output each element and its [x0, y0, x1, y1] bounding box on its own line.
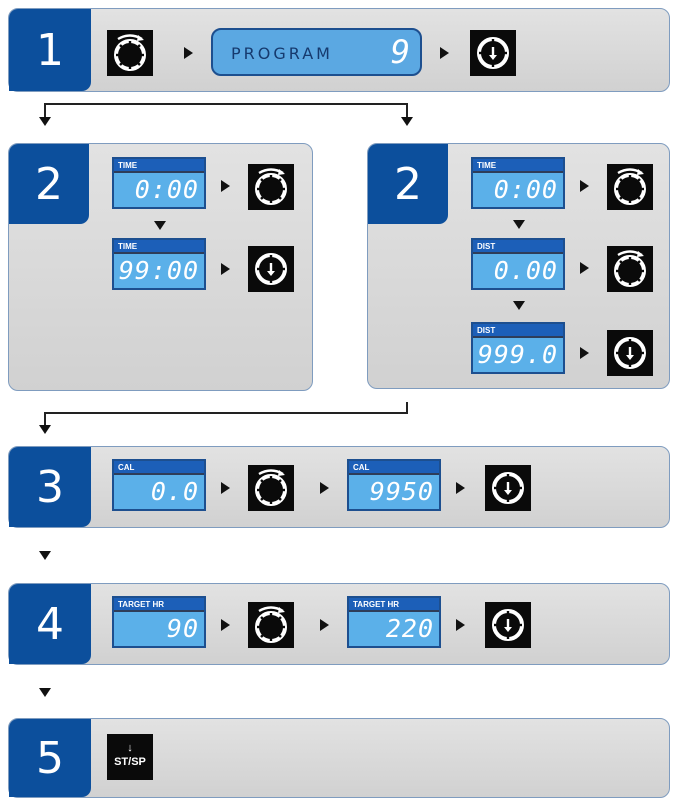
arrow-right: [320, 619, 329, 631]
arrow-right: [221, 482, 230, 494]
step3-panel: 3: [8, 446, 670, 528]
step-number-badge: 1: [9, 9, 91, 91]
step-number-badge: 4: [9, 584, 91, 664]
dial-rotate-icon[interactable]: [607, 164, 653, 210]
lcd-label: TIME: [114, 240, 204, 254]
arrow-right: [221, 180, 230, 192]
connector-line: [44, 103, 46, 118]
dial-rotate-icon[interactable]: [107, 30, 153, 76]
calories-end-display: CAL 9950: [347, 459, 441, 511]
program-number: 9: [390, 33, 410, 71]
down-arrow: [401, 117, 413, 126]
dial-press-icon[interactable]: [607, 330, 653, 376]
target-hr-start-display: TARGET HR 90: [112, 596, 206, 648]
down-arrow: [39, 688, 51, 697]
lcd-label: TARGET HR: [349, 598, 439, 612]
step4-panel: 4: [8, 583, 670, 665]
arrow-right: [456, 619, 465, 631]
calories-start-display: CAL 0.0: [112, 459, 206, 511]
step-number-badge: 2: [9, 144, 89, 224]
distance-start-display: DIST 0.00: [471, 238, 565, 290]
down-arrow-icon: ↓: [127, 742, 133, 754]
arrow-right: [221, 619, 230, 631]
target-hr-end-display: TARGET HR 220: [347, 596, 441, 648]
lcd-value: 220: [385, 614, 434, 643]
arrow-right: [221, 263, 230, 275]
lcd-label: TIME: [114, 159, 204, 173]
dial-press-icon[interactable]: [470, 30, 516, 76]
arrow-right: [580, 262, 589, 274]
down-arrow: [39, 425, 51, 434]
step-number-badge: 3: [9, 447, 91, 527]
down-arrow: [39, 551, 51, 560]
down-arrow: [154, 221, 166, 230]
step-number-badge: 2: [368, 144, 448, 224]
arrow-right: [440, 47, 449, 59]
dial-press-icon[interactable]: [485, 602, 531, 648]
connector-line: [44, 412, 46, 427]
step-number-badge: 5: [9, 719, 91, 797]
arrow-right: [456, 482, 465, 494]
connector-line: [406, 402, 408, 413]
lcd-label: DIST: [473, 240, 563, 254]
arrow-right: [184, 47, 193, 59]
arrow-right: [580, 180, 589, 192]
lcd-value: 0.00: [493, 256, 558, 285]
program-label: PROGRAM: [231, 44, 333, 63]
connector-line: [406, 103, 408, 118]
time-start-display: TIME 0:00: [112, 157, 206, 209]
lcd-value: 90: [166, 614, 199, 643]
start-stop-label: ST/SP: [114, 756, 146, 768]
lcd-label: DIST: [473, 324, 563, 338]
lcd-value: 0.0: [150, 477, 199, 506]
dial-rotate-icon[interactable]: [607, 246, 653, 292]
lcd-value: 0:00: [134, 175, 199, 204]
distance-end-display: DIST 999.0: [471, 322, 565, 374]
lcd-label: TIME: [473, 159, 563, 173]
program-display: PROGRAM 9: [211, 28, 422, 76]
down-arrow: [513, 220, 525, 229]
connector-line: [44, 412, 408, 414]
dial-rotate-icon[interactable]: [248, 164, 294, 210]
down-arrow: [39, 117, 51, 126]
down-arrow: [513, 301, 525, 310]
lcd-label: TARGET HR: [114, 598, 204, 612]
lcd-value: 99:00: [118, 256, 199, 285]
lcd-label: CAL: [349, 461, 439, 475]
lcd-value: 999.0: [477, 340, 558, 369]
dial-rotate-icon[interactable]: [248, 602, 294, 648]
dial-rotate-icon[interactable]: [248, 465, 294, 511]
dial-press-icon[interactable]: [248, 246, 294, 292]
time-end-display: TIME 99:00: [112, 238, 206, 290]
lcd-label: CAL: [114, 461, 204, 475]
time-display: TIME 0:00: [471, 157, 565, 209]
dial-press-icon[interactable]: [485, 465, 531, 511]
arrow-right: [320, 482, 329, 494]
lcd-value: 0:00: [493, 175, 558, 204]
lcd-value: 9950: [369, 477, 434, 506]
arrow-right: [580, 347, 589, 359]
connector-line: [44, 103, 408, 105]
start-stop-button[interactable]: ↓ ST/SP: [107, 734, 153, 780]
